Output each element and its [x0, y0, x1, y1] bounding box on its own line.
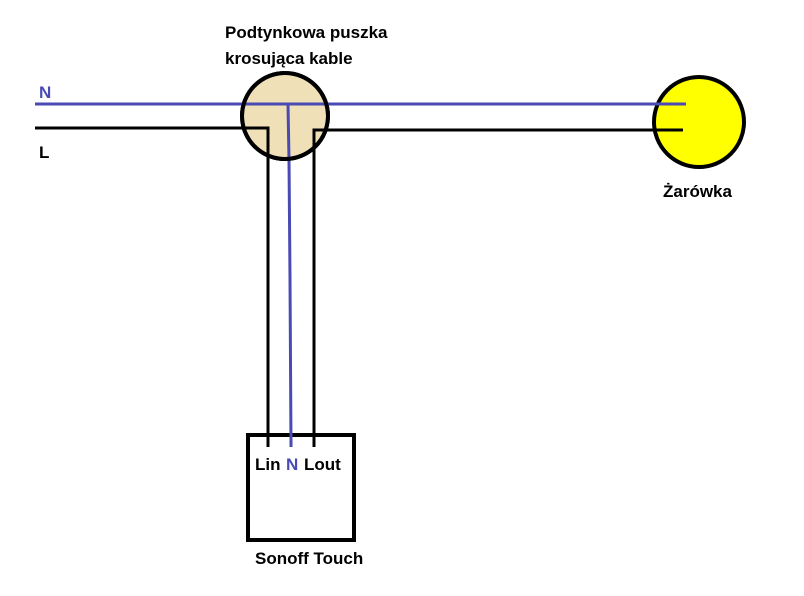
switch-lin-label: Lin: [255, 455, 281, 474]
neutral-label: N: [39, 83, 51, 102]
switch-lout-label: Lout: [304, 455, 341, 474]
live-label: L: [39, 143, 49, 162]
junction-box-outline: [240, 71, 330, 161]
junction-box-label-line1: Podtynkowa puszka: [225, 23, 388, 42]
lout-wire: [312, 128, 326, 445]
switch-name-label: Sonoff Touch: [255, 549, 363, 568]
junction-box-label-line2: krosująca kable: [225, 49, 353, 68]
bulb: [652, 75, 746, 169]
bulb-label: Żarówka: [663, 182, 733, 201]
switch-box: [246, 433, 356, 542]
lin-wire: [246, 126, 270, 445]
neutral-wire-to-switch: [286, 103, 293, 446]
switch-n-label: N: [286, 455, 298, 474]
